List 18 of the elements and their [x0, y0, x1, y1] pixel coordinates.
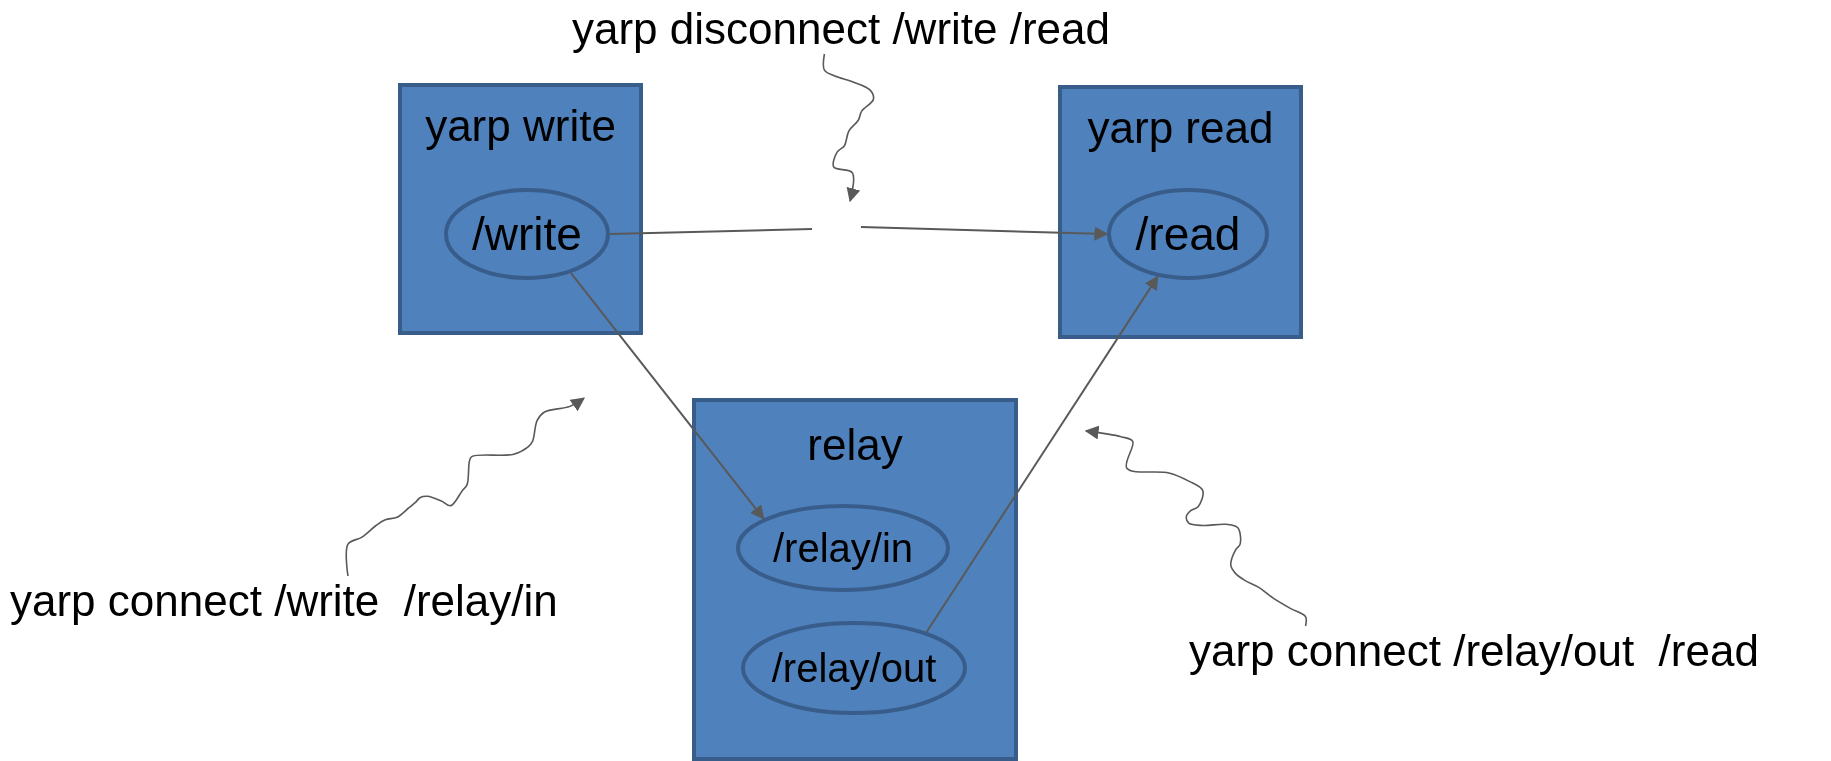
port-label: /write — [472, 207, 582, 261]
box-title: yarp write — [425, 101, 616, 151]
process-box — [1058, 85, 1303, 339]
command-label: yarp connect /write /relay/in — [10, 576, 558, 625]
arrow — [925, 275, 1159, 633]
command-label: yarp connect /relay/out /read — [1189, 626, 1759, 675]
leader-line — [345, 397, 585, 577]
arrow — [860, 226, 1109, 241]
process-box — [398, 83, 643, 335]
process-box — [692, 398, 1018, 761]
leader-line — [1084, 425, 1308, 627]
box-title: relay — [807, 420, 903, 470]
port-label: /relay/out — [771, 645, 937, 691]
command-label: yarp disconnect /write /read — [572, 4, 1111, 53]
port-label: /read — [1135, 207, 1241, 261]
arrow — [570, 272, 765, 520]
port-label: /relay/in — [772, 525, 914, 571]
box-title: yarp read — [1087, 103, 1274, 153]
